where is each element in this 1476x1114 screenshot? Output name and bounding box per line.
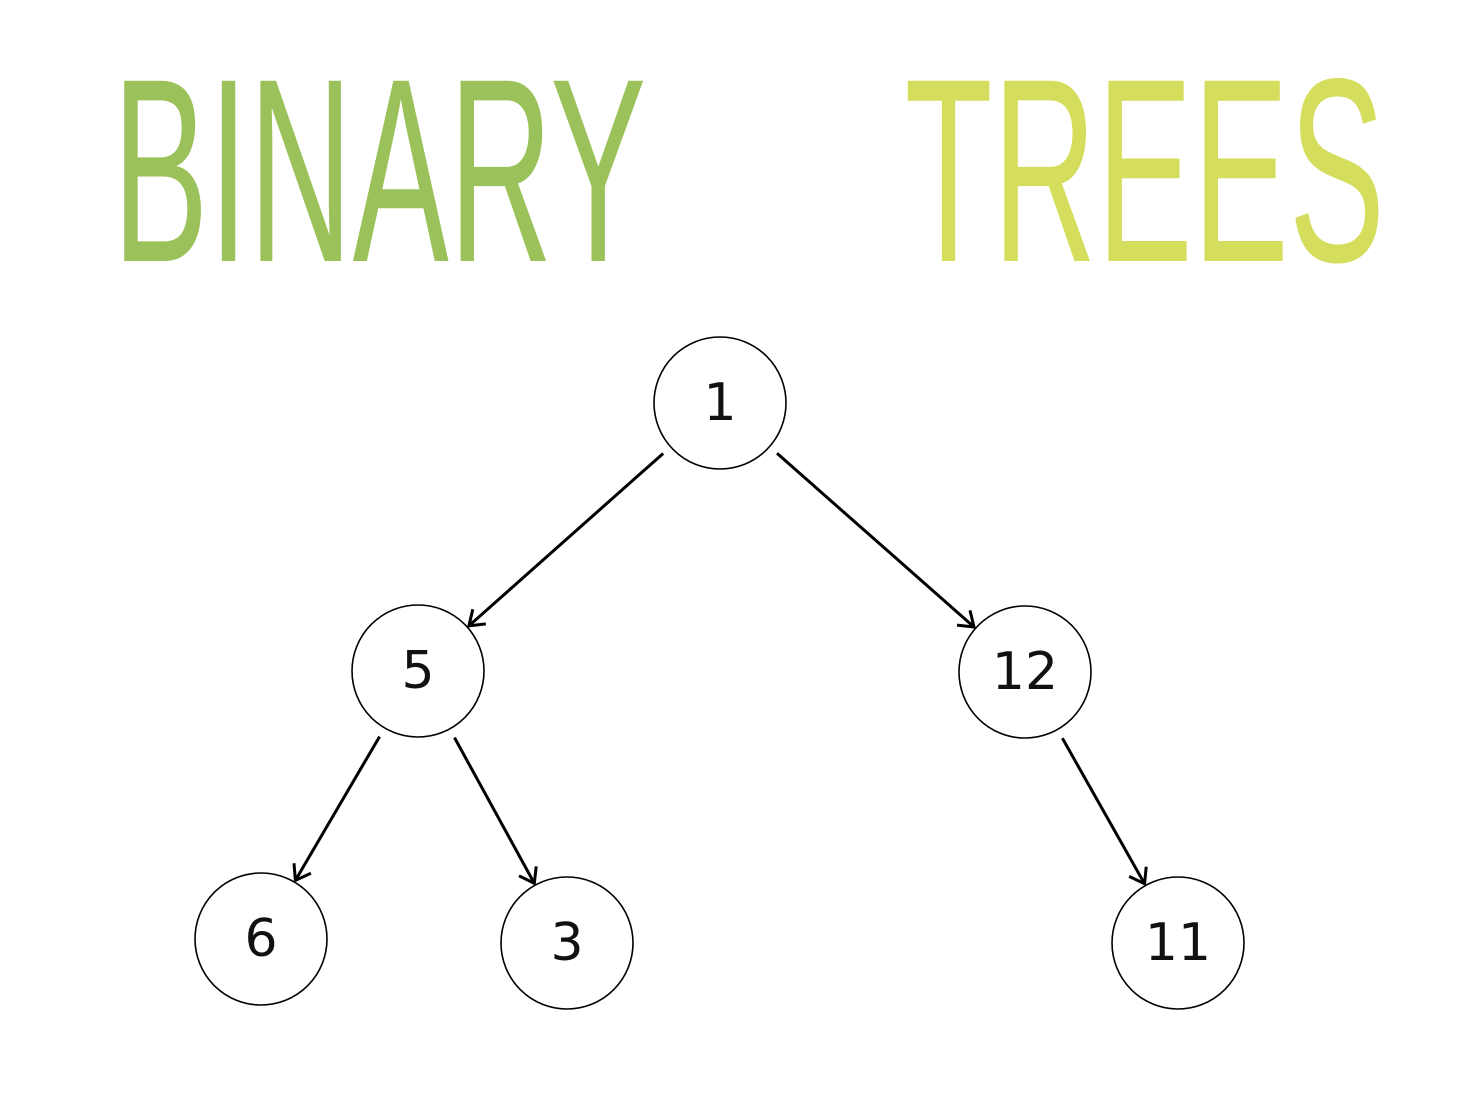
tree-edge-n12-n11	[1061, 737, 1148, 887]
edge-line	[1061, 737, 1146, 885]
node-label: 12	[992, 642, 1058, 702]
node-circle	[194, 872, 328, 1006]
tree-edge-n1-n12	[776, 452, 976, 629]
arrowhead-icon	[518, 866, 538, 886]
arrowhead-icon	[1128, 866, 1148, 887]
edge-line	[467, 452, 665, 627]
arrowhead-icon	[292, 863, 312, 883]
node-label: 6	[244, 909, 277, 969]
arrowhead-icon	[466, 608, 487, 628]
node-label: 3	[550, 913, 583, 973]
edge-line	[776, 452, 975, 629]
node-label: 5	[401, 641, 434, 701]
tree-nodes: 1 5 12 6 3 11	[194, 336, 1245, 1010]
diagram-title: BINARY TREES	[0, 40, 1476, 302]
node-circle	[653, 336, 787, 470]
tree-node-5: 5	[351, 604, 485, 738]
tree-edge-n5-n6	[292, 735, 381, 883]
node-circle	[1111, 876, 1245, 1010]
tree-edge-n1-n5	[466, 452, 665, 628]
node-circle	[500, 876, 634, 1010]
tree-edges	[292, 452, 1148, 887]
tree-node-6: 6	[194, 872, 328, 1006]
tree-node-12: 12	[958, 605, 1092, 739]
node-label: 1	[703, 373, 736, 433]
tree-edge-n5-n3	[453, 736, 538, 886]
arrowhead-icon	[956, 610, 976, 629]
edge-line	[294, 735, 381, 882]
edge-line	[453, 736, 536, 885]
node-circle	[351, 604, 485, 738]
title-word-binary: BINARY	[112, 24, 647, 317]
title-word-trees: TREES	[904, 24, 1385, 317]
node-label: 11	[1145, 913, 1211, 973]
tree-node-3: 3	[500, 876, 634, 1010]
tree-node-1: 1	[653, 336, 787, 470]
node-circle	[958, 605, 1092, 739]
tree-node-11: 11	[1111, 876, 1245, 1010]
